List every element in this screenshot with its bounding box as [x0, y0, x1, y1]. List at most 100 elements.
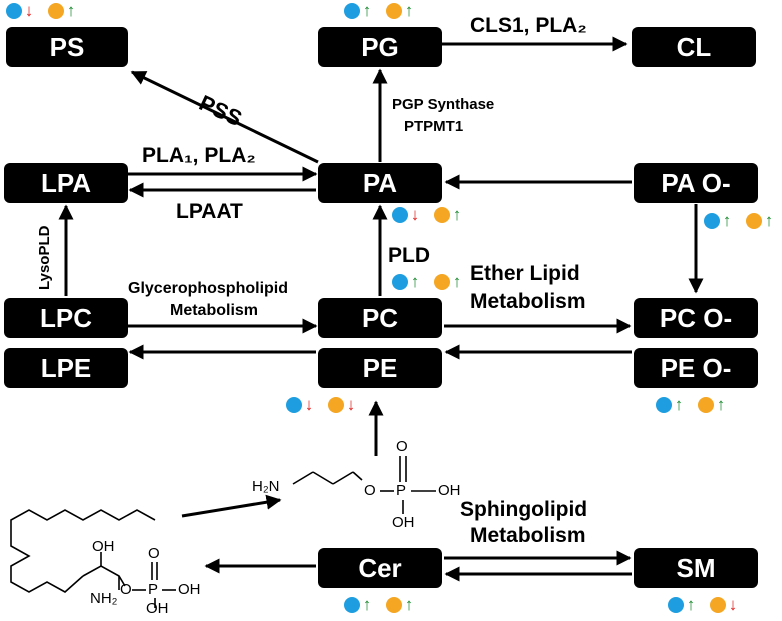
chem-o-top: O: [396, 438, 408, 455]
arrow-up-icon: ↑: [716, 395, 726, 414]
node-lpc: LPC: [4, 298, 128, 338]
blue-group-increase-indicator: ↑: [344, 1, 372, 20]
orange-group-increase-indicator: ↑: [698, 395, 726, 414]
arrow-up-icon: ↑: [452, 272, 462, 291]
blue-group-increase-indicator: ↑: [668, 595, 696, 614]
orange-group-increase-indicator: ↑: [48, 1, 76, 20]
orange-dot-icon: [386, 597, 402, 613]
blue-dot-icon: [656, 397, 672, 413]
chem-s1p-p: P: [148, 581, 159, 598]
blue-group-decrease-indicator: ↓: [6, 2, 34, 19]
blue-dot-icon: [392, 274, 408, 290]
label-sphingolipid: Sphingolipid: [460, 498, 588, 521]
indicator-ps: ↓↑: [6, 1, 88, 20]
node-ps: PS: [6, 27, 128, 67]
indicator-pao: ↑↑: [704, 211, 782, 230]
node-sm: SM: [634, 548, 758, 588]
label-pla1-pla2: PLA₁, PLA₂: [142, 144, 256, 167]
arrow-up-icon: ↑: [674, 395, 684, 414]
orange-group-increase-indicator: ↑: [434, 205, 462, 224]
arrow-down-icon: ↓: [728, 595, 738, 614]
arrow-up-icon: ↑: [404, 595, 414, 614]
ethanolamine-phosphate-structure: [292, 456, 436, 514]
arrow-down-icon: ↓: [410, 205, 420, 224]
orange-group-increase-indicator: ↑: [746, 211, 774, 230]
blue-group-decrease-indicator: ↓: [392, 205, 420, 224]
orange-group-increase-indicator: ↑: [434, 272, 462, 291]
chem-s1p-nh2: NH₂: [90, 590, 118, 607]
chem-s1p-oh-bottom: OH: [146, 600, 169, 617]
arrow-up-icon: ↑: [404, 1, 414, 20]
arrow-down-icon: ↓: [304, 395, 314, 414]
indicator-peo: ↑↑: [656, 395, 738, 414]
node-cer: Cer: [318, 548, 442, 588]
blue-dot-icon: [392, 207, 408, 223]
node-cl: CL: [632, 27, 756, 67]
orange-dot-icon: [328, 397, 344, 413]
chem-s1p-o: O: [120, 581, 132, 598]
label-pgp-synthase: PGP Synthase: [392, 96, 495, 113]
arrow-up-icon: ↑: [764, 211, 774, 230]
label-gpl-metabolism: Metabolism: [170, 302, 259, 319]
blue-group-increase-indicator: ↑: [344, 595, 372, 614]
label-pld: PLD: [388, 244, 430, 267]
chem-o: O: [364, 482, 376, 499]
label-cls1-pla2: CLS1, PLA₂: [470, 14, 587, 37]
arrow-down-icon: ↓: [346, 395, 356, 414]
blue-group-decrease-indicator: ↓: [286, 395, 314, 414]
indicator-pc: ↑↑: [392, 272, 474, 291]
orange-group-increase-indicator: ↑: [386, 595, 414, 614]
arrow-up-icon: ↑: [722, 211, 732, 230]
arrow-up-icon: ↑: [410, 272, 420, 291]
node-peo: PE O-: [634, 348, 758, 388]
label-lysopld: LysoPLD: [36, 225, 53, 290]
orange-dot-icon: [698, 397, 714, 413]
label-sphingo-metabolism: Metabolism: [470, 524, 586, 547]
chem-p: P: [396, 482, 407, 499]
blue-dot-icon: [704, 213, 720, 229]
arrow-s1p-etn: [181, 494, 282, 518]
blue-dot-icon: [286, 397, 302, 413]
chem-oh: OH: [438, 482, 461, 499]
blue-group-increase-indicator: ↑: [656, 395, 684, 414]
chem-h2n: H₂N: [252, 478, 280, 495]
indicator-pe: ↓↓: [286, 395, 368, 414]
indicator-pa: ↓↑: [392, 205, 474, 224]
blue-group-increase-indicator: ↑: [704, 211, 732, 230]
orange-group-increase-indicator: ↑: [386, 1, 414, 20]
node-pg: PG: [318, 27, 442, 67]
label-lpaat: LPAAT: [176, 200, 243, 223]
node-pc: PC: [318, 298, 442, 338]
arrow-up-icon: ↑: [66, 1, 76, 20]
blue-group-increase-indicator: ↑: [392, 272, 420, 291]
node-lpa: LPA: [4, 163, 128, 203]
orange-dot-icon: [386, 3, 402, 19]
orange-dot-icon: [434, 274, 450, 290]
arrow-up-icon: ↑: [686, 595, 696, 614]
orange-dot-icon: [746, 213, 762, 229]
orange-dot-icon: [710, 597, 726, 613]
blue-dot-icon: [344, 597, 360, 613]
label-ether-lipid: Ether Lipid: [470, 262, 580, 285]
chem-oh-bottom: OH: [392, 514, 415, 531]
orange-dot-icon: [48, 3, 64, 19]
sphingosine-1-phosphate-structure: [10, 509, 176, 608]
node-pao: PA O-: [634, 163, 758, 203]
node-pa: PA: [318, 163, 442, 203]
label-glycerophospholipid: Glycerophospholipid: [128, 280, 289, 297]
arrow-up-icon: ↑: [362, 1, 372, 20]
chem-s1p-oh2: OH: [178, 581, 201, 598]
arrow-pa-ps: [130, 70, 319, 164]
orange-group-decrease-indicator: ↓: [710, 595, 738, 614]
indicator-pg: ↑↑: [344, 1, 426, 20]
chem-s1p-oh: OH: [92, 538, 115, 555]
label-ptpmt1: PTPMT1: [404, 118, 464, 135]
arrow-up-icon: ↑: [362, 595, 372, 614]
node-pco: PC O-: [634, 298, 758, 338]
node-pe: PE: [318, 348, 442, 388]
orange-group-decrease-indicator: ↓: [328, 395, 356, 414]
blue-dot-icon: [6, 3, 22, 19]
arrow-up-icon: ↑: [452, 205, 462, 224]
node-lpe: LPE: [4, 348, 128, 388]
